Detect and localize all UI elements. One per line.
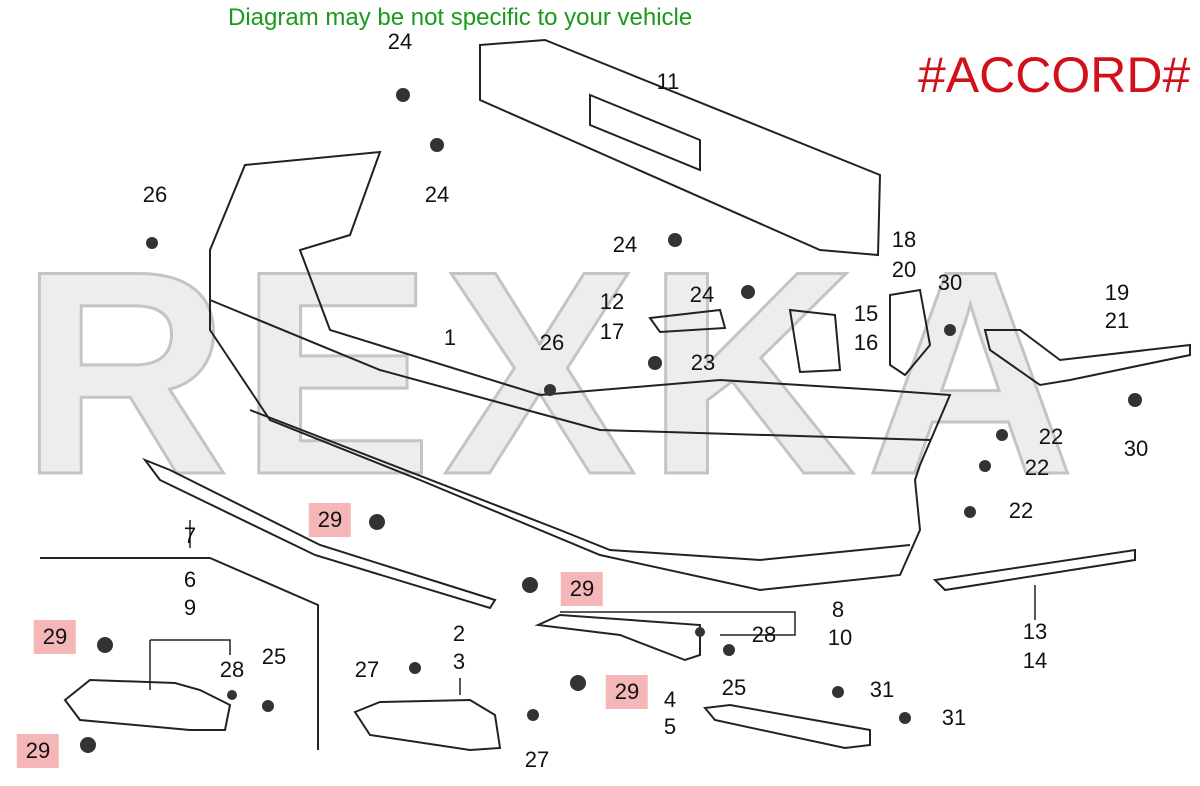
callout: 19	[1104, 280, 1130, 305]
callout: 28	[219, 657, 245, 682]
callout-highlighted: 29	[308, 503, 352, 537]
trim-strip-8	[534, 613, 701, 662]
callout: 15	[853, 301, 879, 326]
callout: 3	[452, 649, 466, 674]
callout: 24	[387, 29, 413, 54]
molding-strip	[142, 457, 497, 610]
callout: 20	[891, 257, 917, 282]
callout: 25	[721, 675, 747, 700]
callout: 8	[831, 597, 845, 622]
garnish-left	[63, 678, 232, 731]
inset-divider	[40, 557, 319, 750]
callout: 12	[599, 289, 625, 314]
callout: 6	[183, 567, 197, 592]
callout: 5	[663, 714, 677, 739]
callout-highlighted: 29	[33, 620, 77, 654]
garnish-center	[353, 698, 502, 752]
callout: 30	[937, 270, 963, 295]
callout: 10	[827, 625, 853, 650]
callout: 31	[941, 705, 967, 730]
callout: 18	[891, 227, 917, 252]
callout: 14	[1022, 648, 1048, 673]
callout: 23	[690, 350, 716, 375]
callout: 24	[689, 282, 715, 307]
callout: 22	[1008, 498, 1034, 523]
model-tag: #ACCORD#	[918, 47, 1191, 103]
callout: 30	[1123, 436, 1149, 461]
bumper-reinforcement	[479, 38, 882, 257]
callout: 1	[443, 325, 457, 350]
callout: 13	[1022, 619, 1048, 644]
callout: 27	[354, 657, 380, 682]
callout: 27	[524, 747, 550, 772]
reflector-strip	[932, 548, 1136, 592]
callout: 11	[656, 69, 680, 94]
disclaimer-note: Diagram may be not specific to your vehi…	[228, 4, 693, 31]
fasteners	[80, 88, 1142, 753]
callout: 7	[183, 523, 197, 548]
callout: 16	[853, 330, 879, 355]
callout: 25	[261, 644, 287, 669]
callout: 31	[869, 677, 895, 702]
callout: 26	[142, 182, 168, 207]
callout: 28	[751, 622, 777, 647]
callout: 17	[599, 319, 625, 344]
callout: 22	[1038, 424, 1064, 449]
callout-highlighted: 29	[605, 675, 649, 709]
side-bracket	[983, 329, 1191, 387]
callout-highlighted: 29	[560, 572, 604, 606]
callout: 2	[452, 621, 466, 646]
reflector-4	[703, 703, 871, 750]
callout: 21	[1104, 308, 1130, 333]
callout-highlighted: 29	[16, 734, 60, 768]
callout: 22	[1024, 455, 1050, 480]
callout: 26	[539, 330, 565, 355]
callout: 9	[183, 595, 197, 620]
bumper-cover	[209, 150, 952, 592]
callout: 4	[663, 687, 677, 712]
callout: 24	[424, 182, 450, 207]
callout: 24	[612, 232, 638, 257]
